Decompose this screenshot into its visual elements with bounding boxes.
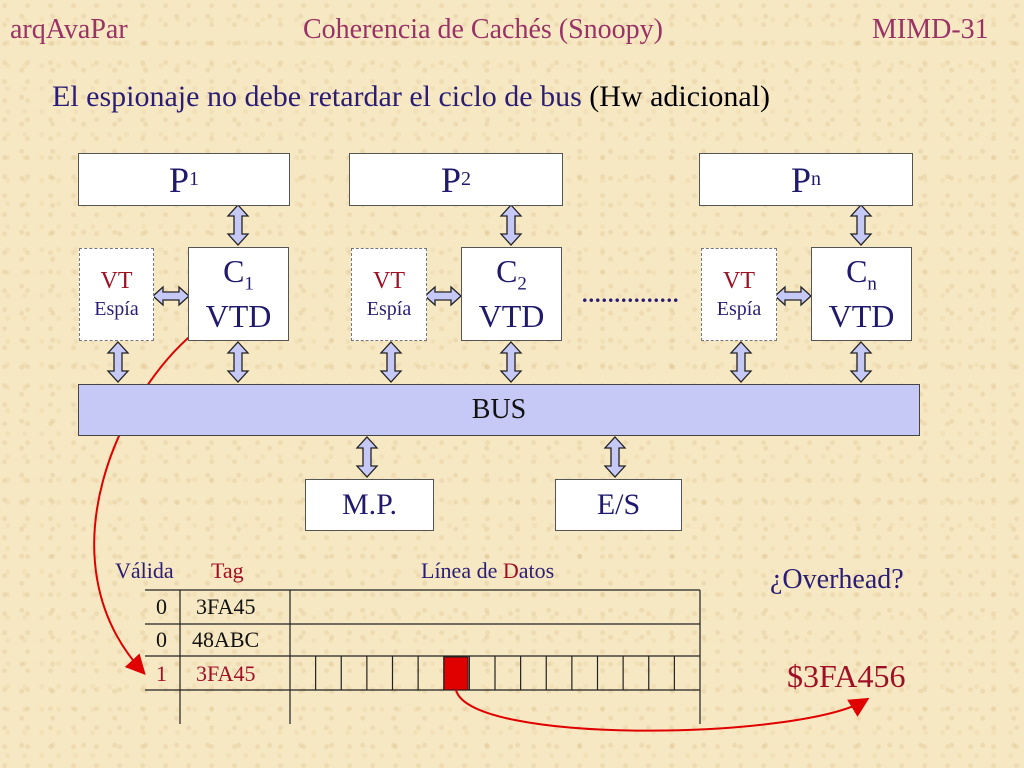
row1-tag: 3FA45 [196, 594, 256, 619]
highlighted-byte [443, 656, 469, 691]
spy-tag-n: VT Espía [701, 248, 777, 341]
subtitle: El espionaje no debe retardar el ciclo d… [52, 80, 770, 114]
pn-cn-arrow [850, 204, 872, 246]
slide-title: Coherencia de Cachés (Snoopy) [303, 14, 663, 45]
header-left: arqAvaPar [10, 14, 128, 45]
spyn-cn-arrow [774, 286, 812, 306]
p2-c2-arrow [500, 204, 522, 246]
subtitle-main: El espionaje no debe retardar el ciclo d… [52, 80, 582, 113]
bus: BUS [78, 384, 920, 436]
ellipsis: ............... [582, 282, 680, 307]
p1-c1-arrow [227, 204, 249, 246]
row1-valid: 0 [156, 594, 167, 619]
cache-2: C2 VTD [461, 247, 562, 341]
bus-es-arrow [604, 436, 626, 478]
spy-tag-2: VT Espía [351, 248, 427, 341]
snooped-address: $3FA456 [787, 658, 906, 694]
red-arrow-cache-to-table [93, 327, 201, 675]
cache-n: Cn VTD [811, 247, 912, 341]
spy-tag-1: VT Espía [79, 248, 154, 341]
red-arrow-byte-to-address [455, 689, 870, 732]
subtitle-paren: (Hw adicional) [589, 80, 771, 113]
cache-1: C1 VTD [188, 247, 289, 341]
cache-table-grid [145, 589, 701, 724]
bus-mp-arrow [356, 436, 378, 478]
row2-valid: 0 [156, 627, 167, 652]
spyn-bus-arrow [730, 341, 752, 383]
main-memory: M.P. [305, 479, 434, 531]
c2-bus-arrow [500, 341, 522, 383]
cn-bus-arrow [850, 341, 872, 383]
table-header-tag: Tag [211, 558, 244, 583]
table-header-data: Línea de Datos [421, 558, 555, 583]
spy2-bus-arrow [380, 341, 402, 383]
c1-bus-arrow [227, 341, 249, 383]
row3-valid: 1 [156, 661, 167, 686]
io-box: E/S [555, 479, 682, 531]
spy2-c2-arrow [424, 286, 462, 306]
row3-tag: 3FA45 [196, 661, 256, 686]
table-header-valid: Válida [115, 558, 174, 583]
row2-tag: 48ABC [192, 627, 260, 652]
spy1-bus-arrow [107, 341, 129, 383]
spy1-c1-arrow [152, 286, 190, 306]
header-right: MIMD-31 [872, 14, 989, 45]
overhead-question: ¿Overhead? [770, 564, 904, 595]
